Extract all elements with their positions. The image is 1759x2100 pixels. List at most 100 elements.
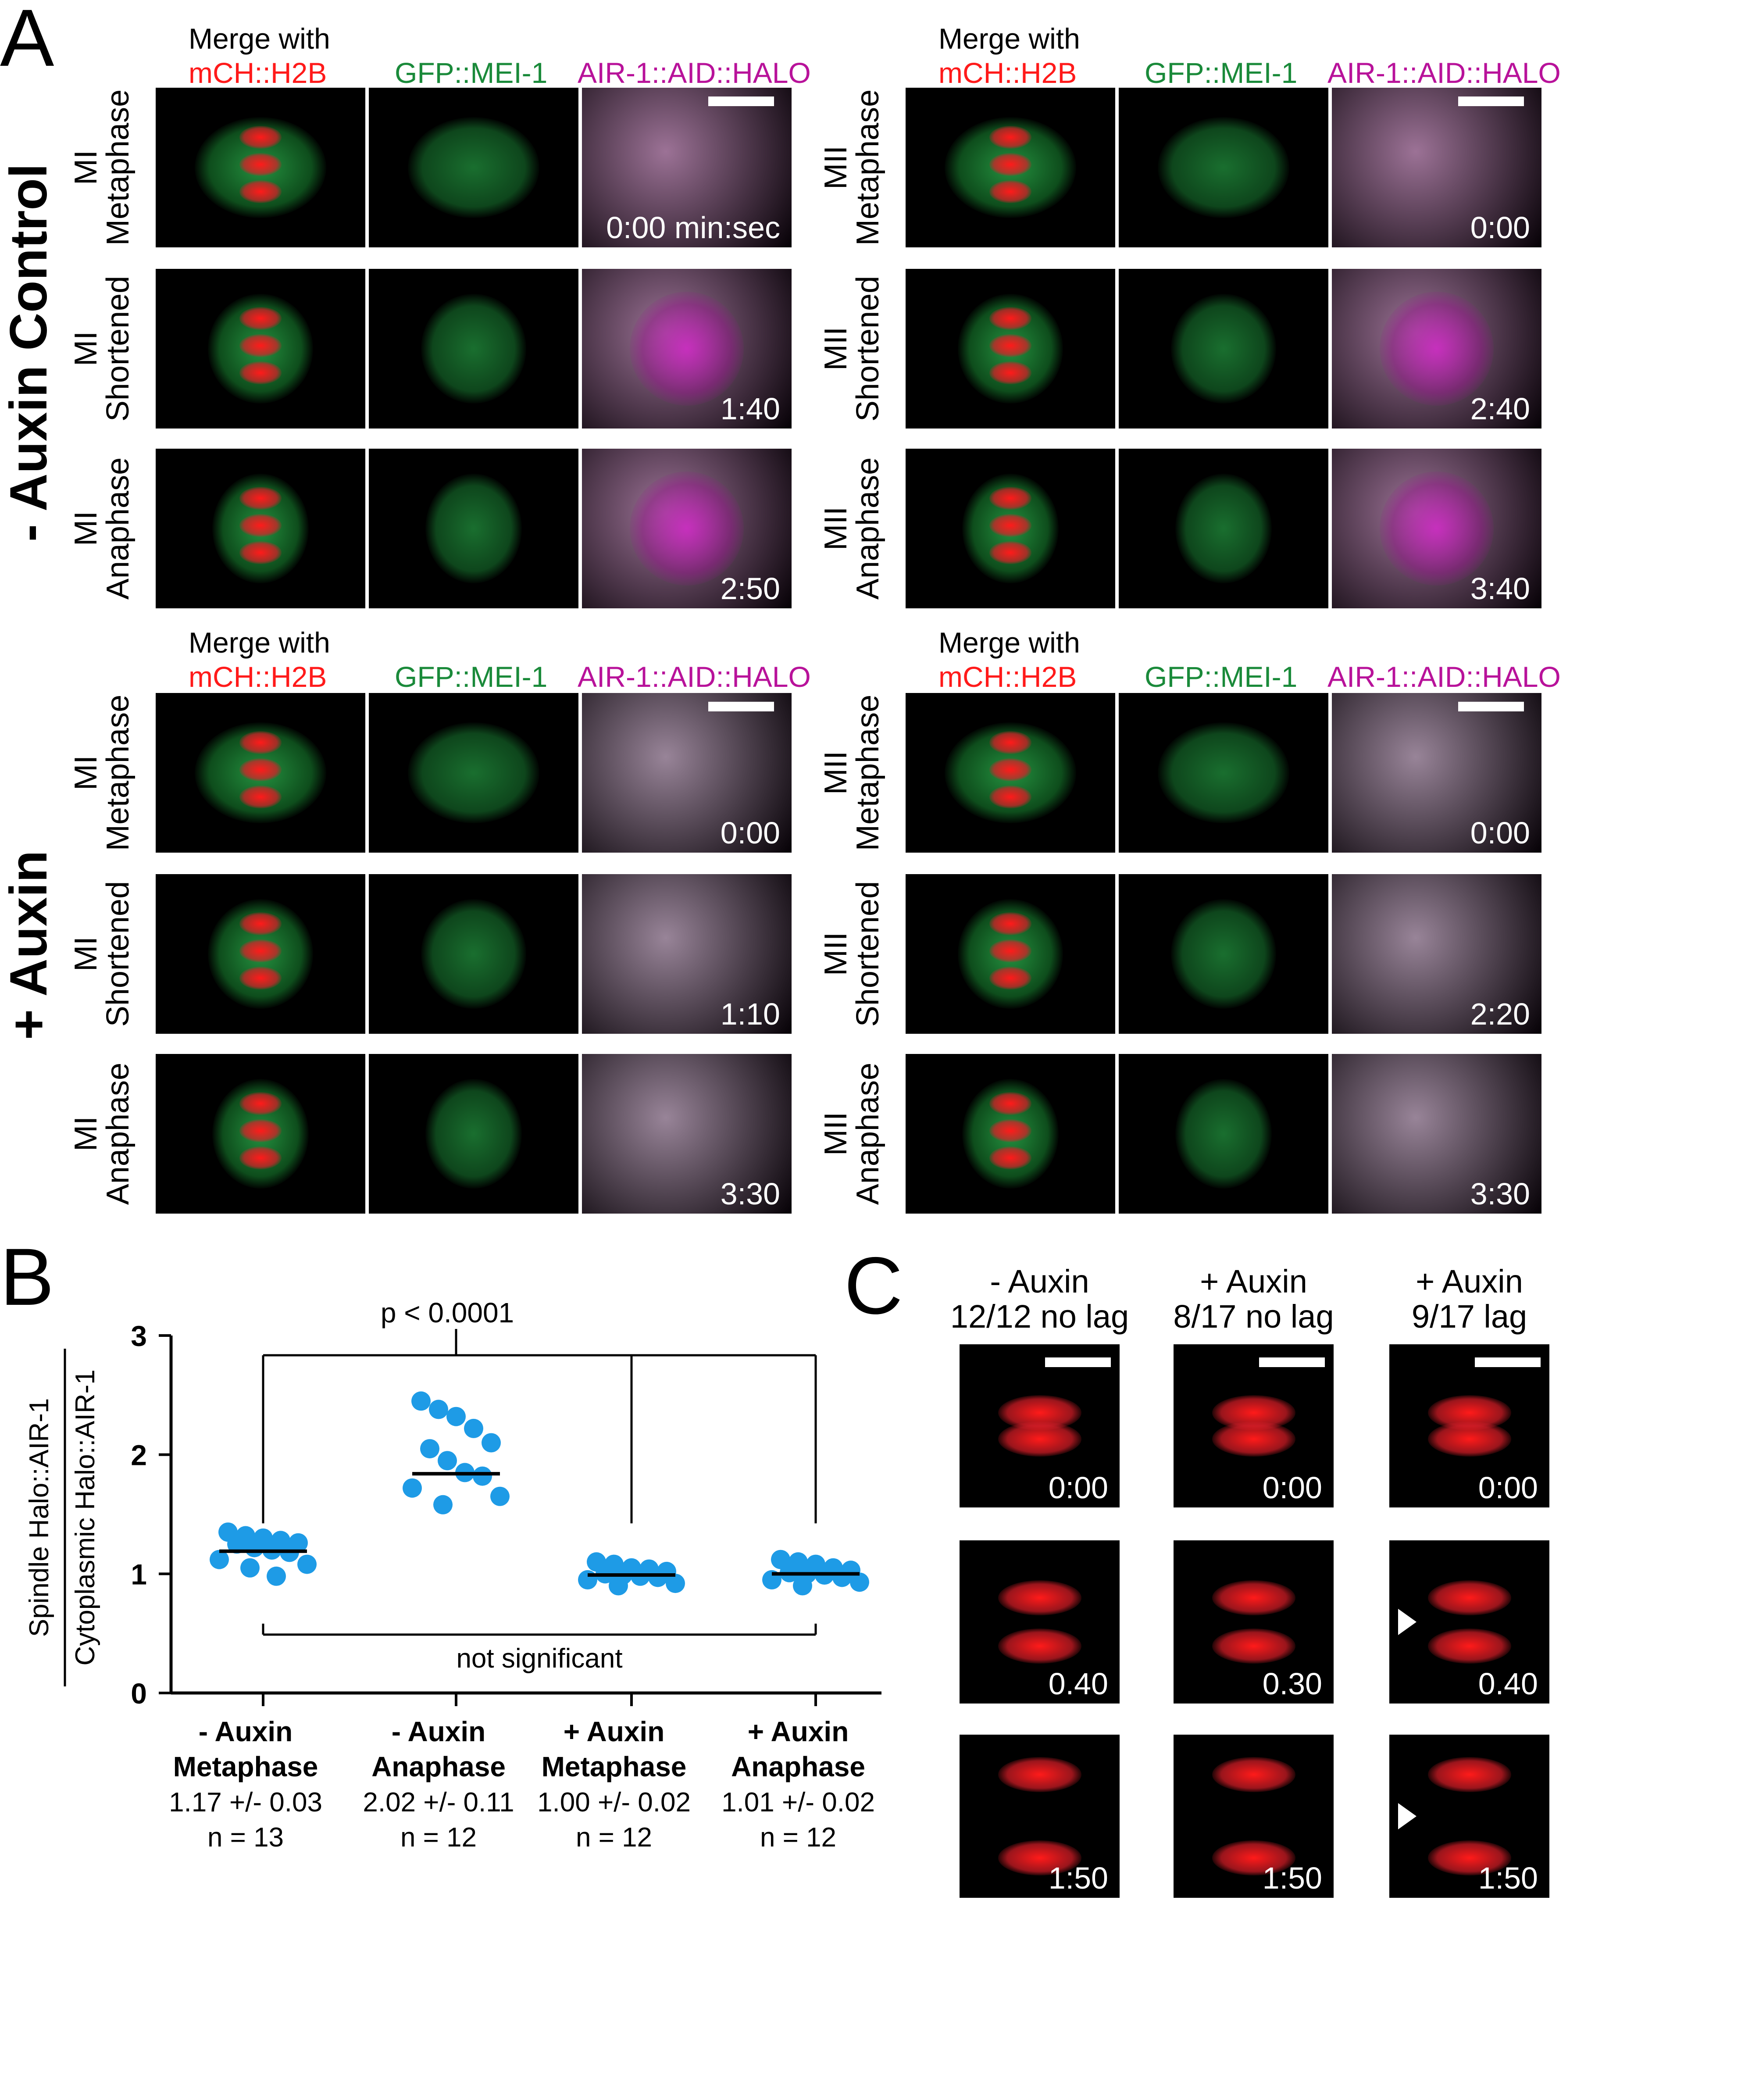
spindle-magenta bbox=[630, 471, 744, 586]
chromosome-red bbox=[1427, 1629, 1511, 1664]
chromosome-red bbox=[998, 1580, 1081, 1615]
micrograph-ctrl-mii-row0-col1 bbox=[1119, 88, 1328, 247]
data-point bbox=[245, 1538, 264, 1557]
panel-c-header-2: + Auxin bbox=[1416, 1263, 1523, 1300]
micrograph-aux-mi-row2-col0 bbox=[156, 1054, 365, 1214]
chromosome-red bbox=[989, 939, 1031, 962]
chromosome-red bbox=[239, 126, 282, 149]
header-merge-with-aux-mii: Merge with bbox=[938, 626, 1080, 659]
scale-bar bbox=[1045, 1357, 1111, 1367]
panel-c-subheader-2: 9/17 lag bbox=[1411, 1298, 1527, 1335]
stage-phase: Shortened bbox=[100, 881, 136, 1027]
panel-c-timestamp-0-1: 0.40 bbox=[1048, 1667, 1108, 1701]
stage-meiosis: MI bbox=[68, 331, 103, 366]
micrograph-ctrl-mii-row1-col0 bbox=[906, 269, 1115, 429]
stage-phase: Anaphase bbox=[100, 1062, 136, 1205]
group-stat: 2.02 +/- 0.11 bbox=[363, 1787, 514, 1818]
group-label-phase: Anaphase bbox=[731, 1751, 865, 1782]
panel-c-image-0-0: 0:00 bbox=[960, 1344, 1120, 1507]
stage-phase: Anaphase bbox=[100, 457, 136, 600]
panel-c-image-2-1: 0.40 bbox=[1389, 1540, 1549, 1704]
header-air1-aux-mii: AIR-1::AID::HALO bbox=[1327, 661, 1561, 693]
micrograph-aux-mi-row2-col1 bbox=[369, 1054, 578, 1214]
header-mch-h2b-ctrl-mii: mCH::H2B bbox=[938, 57, 1077, 89]
header-gfp-mei1-ctrl-mi: GFP::MEI-1 bbox=[395, 57, 548, 89]
chromosome-red bbox=[1427, 1580, 1511, 1615]
p-value-label: p < 0.0001 bbox=[381, 1297, 514, 1329]
stage-phase: Shortened bbox=[100, 275, 136, 422]
chromosome-red bbox=[989, 1119, 1031, 1142]
micrograph-aux-mi-row0-col0 bbox=[156, 693, 365, 853]
lagging-arrowhead-icon bbox=[1398, 1609, 1416, 1635]
data-point bbox=[433, 1495, 453, 1514]
panel-c-subheader-0: 12/12 no lag bbox=[950, 1298, 1129, 1335]
chromosome-red bbox=[239, 939, 282, 962]
panel-b-label: B bbox=[0, 1232, 54, 1322]
y-tick-label: 1 bbox=[131, 1558, 147, 1590]
panel-a-label: A bbox=[0, 0, 54, 83]
group-n: n = 12 bbox=[760, 1822, 836, 1853]
spindle-green bbox=[421, 294, 526, 404]
micrograph-aux-mi-row1-col0 bbox=[156, 874, 365, 1034]
y-axis-label-denominator: Cytoplasmic Halo::AIR-1 bbox=[70, 1369, 100, 1665]
data-point bbox=[473, 1466, 492, 1486]
micrograph-aux-mi-row1-col2: 1:10 bbox=[582, 874, 792, 1034]
lagging-arrowhead-icon bbox=[1398, 1803, 1416, 1829]
chromosome-red bbox=[239, 361, 282, 384]
spindle-green bbox=[1171, 294, 1276, 404]
group-label-phase: Metaphase bbox=[173, 1751, 318, 1782]
chromosome-red bbox=[989, 361, 1031, 384]
chromosome-red bbox=[239, 758, 282, 781]
spindle-green bbox=[408, 722, 539, 823]
stage-meiosis: MII bbox=[818, 507, 853, 550]
micrograph-aux-mi-row0-col1 bbox=[369, 693, 578, 853]
stage-meiosis: MI bbox=[68, 755, 103, 790]
chromosome-red bbox=[239, 334, 282, 357]
stage-meiosis: MII bbox=[818, 932, 853, 976]
group-label-condition: - Auxin bbox=[392, 1716, 486, 1747]
chromosome-red bbox=[239, 731, 282, 754]
data-point bbox=[793, 1576, 812, 1596]
header-gfp-mei1-aux-mii: GFP::MEI-1 bbox=[1145, 661, 1298, 693]
header-mch-h2b-aux-mii: mCH::H2B bbox=[938, 661, 1077, 693]
stage-meiosis: MI bbox=[68, 511, 103, 546]
group-label-phase: Metaphase bbox=[542, 1751, 687, 1782]
micrograph-ctrl-mi-row0-col0 bbox=[156, 88, 365, 247]
stage-phase: Shortened bbox=[850, 275, 886, 422]
data-point bbox=[403, 1478, 422, 1498]
chromosome-red bbox=[989, 334, 1031, 357]
micrograph-aux-mii-row0-col1 bbox=[1119, 693, 1328, 853]
chromosome-red bbox=[1427, 1421, 1511, 1457]
chromosome-red bbox=[989, 180, 1031, 203]
stage-meiosis: MI bbox=[68, 936, 103, 971]
chromosome-red bbox=[1212, 1580, 1295, 1615]
chromosome-red bbox=[989, 967, 1031, 989]
header-air1-ctrl-mi: AIR-1::AID::HALO bbox=[578, 57, 811, 89]
spindle-green bbox=[1175, 474, 1272, 583]
data-point bbox=[420, 1439, 439, 1459]
timestamp-ctrl-mi-1: 1:40 bbox=[720, 392, 780, 426]
panel-c-image-0-2: 1:50 bbox=[960, 1735, 1120, 1898]
micrograph-ctrl-mii-row0-col2: 0:00 bbox=[1332, 88, 1541, 247]
stage-phase: Shortened bbox=[850, 881, 886, 1027]
data-point bbox=[666, 1574, 685, 1593]
micrograph-aux-mi-row1-col1 bbox=[369, 874, 578, 1034]
chromosome-red bbox=[989, 307, 1031, 330]
chromosome-red bbox=[989, 1146, 1031, 1169]
spindle-green bbox=[1171, 899, 1276, 1009]
group-n: n = 13 bbox=[207, 1822, 284, 1853]
micrograph-ctrl-mi-row0-col2: 0:00 min:sec bbox=[582, 88, 792, 247]
group-label-phase: Anaphase bbox=[371, 1751, 506, 1782]
chromosome-red bbox=[998, 1757, 1081, 1792]
timestamp-ctrl-mii-0: 0:00 bbox=[1470, 211, 1530, 245]
chromosome-red bbox=[1212, 1421, 1295, 1457]
ns-label: not significant bbox=[456, 1643, 622, 1674]
chromosome-red bbox=[1212, 1840, 1295, 1875]
chromosome-red bbox=[1212, 1629, 1295, 1664]
spindle-magenta bbox=[630, 292, 744, 406]
